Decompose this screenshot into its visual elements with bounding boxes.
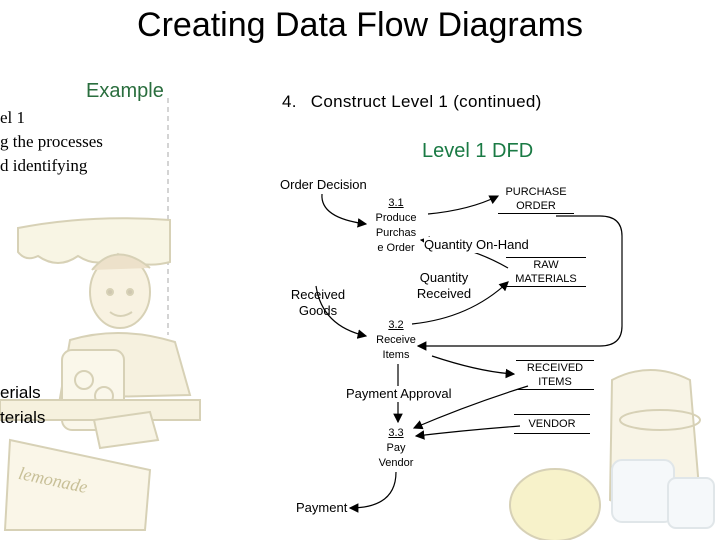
flow-to-received-items bbox=[431, 355, 516, 379]
cut-off-line: erials bbox=[0, 383, 41, 402]
process-name-line: Receive bbox=[376, 334, 416, 346]
step-number: 4. bbox=[282, 92, 297, 111]
flow-payment bbox=[348, 471, 397, 513]
cut-off-line: g the processes bbox=[0, 132, 103, 151]
store-vendor: VENDOR bbox=[514, 414, 590, 434]
store-received-items: RECEIVED ITEMS bbox=[516, 360, 594, 390]
store-label-line: RECEIVED bbox=[526, 362, 584, 374]
flow-to-purchase-order bbox=[427, 195, 500, 215]
flow-label-payment-approval: Payment Approval bbox=[346, 386, 452, 402]
store-raw-materials: RAW MATERIALS bbox=[506, 257, 586, 287]
process-3-3: 3.3 Pay Vendor bbox=[366, 426, 426, 471]
example-label: Example bbox=[86, 80, 164, 102]
flow-label-quantity-on-hand: Quantity On-Hand bbox=[424, 237, 529, 253]
flow-label-line: Quantity bbox=[419, 270, 469, 285]
process-3-1: 3.1 Produce Purchas e Order bbox=[366, 196, 426, 256]
process-name-line: Pay bbox=[386, 442, 406, 454]
store-label-line: PURCHASE bbox=[505, 186, 567, 198]
flow-order-decision bbox=[321, 193, 368, 228]
process-name-line: Produce bbox=[375, 212, 417, 224]
process-name-line: e Order bbox=[377, 242, 415, 254]
flow-label-payment: Payment bbox=[296, 500, 348, 515]
store-purchase-order: PURCHASE ORDER bbox=[498, 185, 574, 214]
cut-off-line: el 1 bbox=[0, 108, 26, 127]
flow-label-line: Received bbox=[416, 286, 472, 301]
store-label-line: ITEMS bbox=[538, 376, 572, 388]
process-id: 3.1 bbox=[388, 197, 404, 209]
store-label-line: RAW bbox=[533, 259, 559, 271]
store-label-line: ORDER bbox=[516, 200, 556, 212]
flow-label-line: Received bbox=[290, 287, 346, 302]
page-title: Creating Data Flow Diagrams bbox=[137, 6, 583, 44]
flow-label-line: Goods bbox=[298, 303, 338, 318]
flow-quantity-received bbox=[411, 281, 509, 325]
box bbox=[92, 410, 160, 450]
flow-vendor-to-pay bbox=[414, 425, 521, 440]
process-id: 3.3 bbox=[388, 427, 404, 439]
person-hair bbox=[91, 253, 151, 271]
cut-off-line: d identifying bbox=[0, 156, 88, 175]
lemonade-sign bbox=[3, 438, 152, 531]
store-label-line: VENDOR bbox=[528, 418, 576, 430]
cut-off-line: terials bbox=[0, 408, 46, 427]
flow-purchase-order-to-receive bbox=[416, 215, 623, 351]
process-name-line: Vendor bbox=[378, 457, 414, 469]
cut-off-left-text: el 1 g the processes d identifying bbox=[0, 106, 103, 178]
cut-off-left-text-lower: erials terials bbox=[0, 380, 45, 430]
step-heading: 4. Construct Level 1 (continued) bbox=[282, 92, 542, 112]
lemon bbox=[509, 468, 601, 540]
store-label-line: MATERIALS bbox=[515, 273, 577, 285]
process-3-2: 3.2 Receive Items bbox=[366, 318, 426, 363]
process-name-line: Purchas bbox=[375, 227, 417, 239]
process-id: 3.2 bbox=[388, 319, 404, 331]
flow-label-order-decision: Order Decision bbox=[280, 177, 367, 192]
step-text: Construct Level 1 (continued) bbox=[310, 92, 542, 111]
process-name-line: Items bbox=[382, 349, 410, 361]
flow-received-items-to-pay bbox=[412, 385, 529, 430]
flow-received-goods bbox=[315, 285, 368, 339]
level-1-dfd-title: Level 1 DFD bbox=[422, 140, 534, 162]
